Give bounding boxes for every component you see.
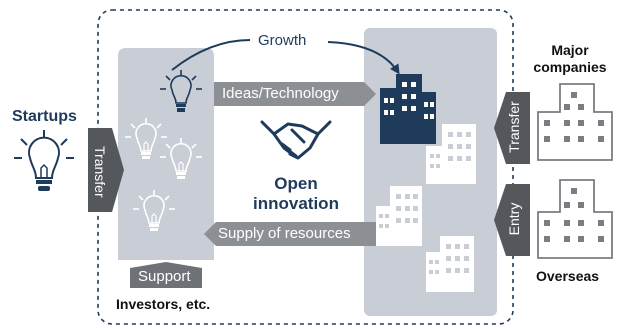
transfer-tab-left <box>88 128 124 212</box>
growth-curve-left <box>171 39 251 71</box>
growing-bulb-icon <box>160 70 202 112</box>
growth-label: Growth <box>258 32 307 49</box>
support-arrow <box>130 262 202 288</box>
major-companies-transfer-label: Transfer <box>506 101 522 153</box>
entry-tab <box>494 184 530 256</box>
company-building-icon <box>426 124 476 184</box>
overseas-company-building-icon <box>537 179 613 259</box>
open-innovation-label: Open innovation <box>252 174 340 214</box>
open-innovation-line2: innovation <box>253 194 339 213</box>
investors-label: Investors, etc. <box>116 296 211 312</box>
major-companies-line1: Major <box>551 42 589 58</box>
startups-label: Startups <box>12 108 77 125</box>
company-building-icon <box>376 186 422 246</box>
ideas-technology-label: Ideas/Technology <box>222 85 339 102</box>
startups-transfer-label: Transfer <box>92 146 108 198</box>
open-innovation-line1: Open <box>274 174 318 193</box>
growing-company-building-icon <box>380 74 436 144</box>
entry-label: Entry <box>506 202 522 236</box>
major-company-building-icon <box>537 83 613 161</box>
dashed-frame <box>97 9 514 325</box>
overseas-label: Overseas <box>536 268 600 284</box>
ideas-arrow <box>214 82 376 106</box>
supply-of-resources-label: Supply of resources <box>218 225 351 242</box>
handshake-icon <box>260 120 332 160</box>
support-label: Support <box>138 268 191 285</box>
startup-bulb-icon <box>14 130 74 191</box>
transfer-tab-right <box>494 92 530 164</box>
major-companies-label: Major companies <box>520 42 620 76</box>
company-building-icon <box>426 236 474 292</box>
investors-panel <box>118 48 214 260</box>
supply-arrow <box>204 222 376 246</box>
major-companies-line2: companies <box>533 59 607 75</box>
growth-curve-right <box>327 41 400 75</box>
